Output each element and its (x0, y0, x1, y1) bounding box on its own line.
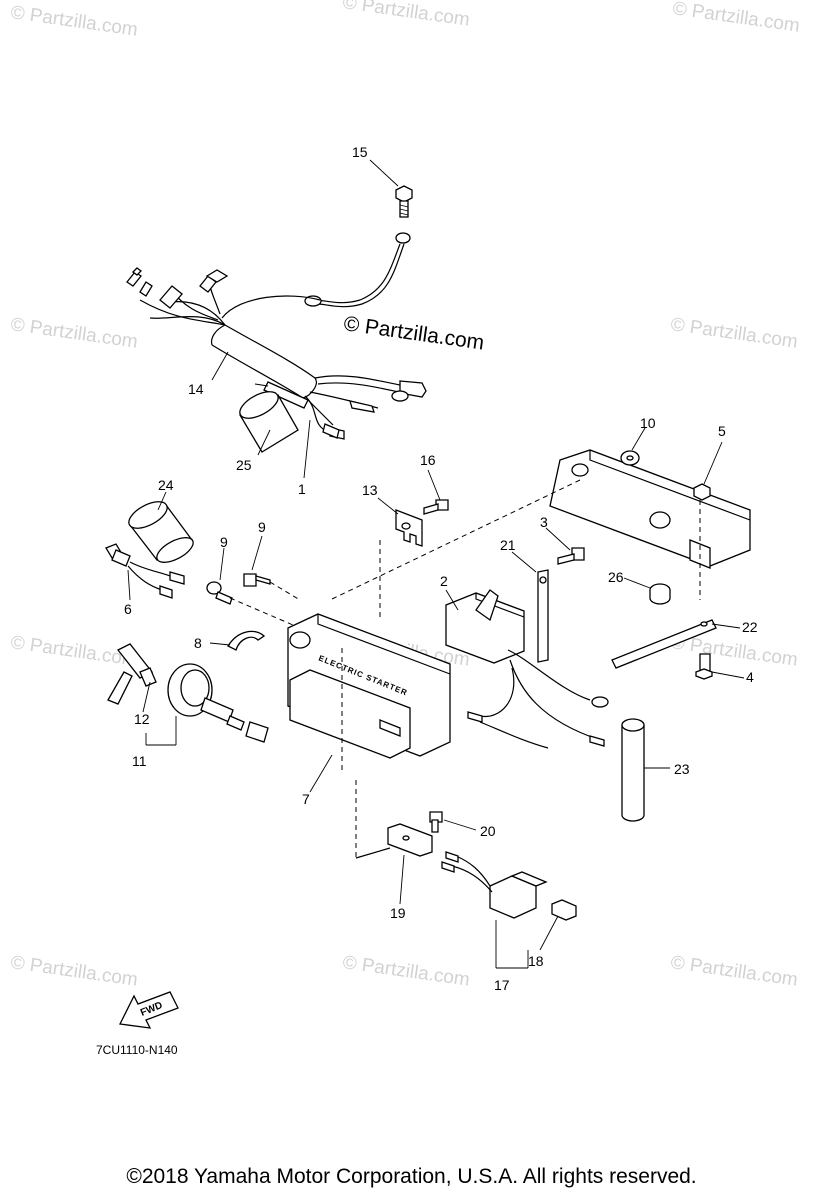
callout-11: 11 (132, 753, 147, 769)
part-11-key-switch (107, 643, 269, 743)
callout-21: 21 (500, 537, 516, 553)
callout-7: 7 (302, 791, 310, 807)
callout-26: 26 (608, 569, 624, 585)
part-26-grommet (649, 583, 671, 605)
part-7-cover: ELECTRIC STARTER (287, 613, 451, 770)
mounting-bracket (329, 449, 751, 601)
callout-9b: 9 (258, 519, 266, 535)
watermark-text: © Partzilla.com (9, 314, 139, 353)
callout-18: 18 (528, 953, 544, 969)
callout-4: 4 (746, 669, 754, 685)
part-1-cable (254, 381, 340, 439)
part-24-sleeve (128, 501, 194, 563)
part-4-bolt (695, 653, 713, 680)
part-10-washer (620, 450, 640, 466)
callout-14: 14 (188, 381, 204, 397)
callout-numbers: 15 14 25 1 24 6 9 9 8 12 11 13 16 7 2 3 … (124, 144, 758, 993)
part-15-bolt (304, 185, 413, 308)
callout-1: 1 (298, 481, 306, 497)
copyright-notice: ©2018 Yamaha Motor Corporation, U.S.A. A… (126, 1165, 697, 1188)
leader-lines (127, 159, 745, 969)
watermark-text: © Partzilla.com (669, 952, 799, 991)
part-22-strap (611, 619, 717, 669)
callout-23: 23 (674, 761, 690, 777)
callout-9a: 9 (220, 534, 228, 550)
part-5-nut (693, 483, 711, 501)
part-19-plate (355, 780, 443, 859)
callout-2: 2 (440, 573, 448, 589)
diagram-code: 7CU1110-N140 (96, 1043, 178, 1057)
callout-5: 5 (718, 423, 726, 439)
callout-16: 16 (420, 452, 436, 468)
callout-13: 13 (362, 482, 378, 498)
part-13-bracket (379, 499, 449, 620)
callout-25: 25 (236, 457, 252, 473)
part-17-relay (441, 851, 548, 919)
watermark-center-text: © Partzilla.com (342, 312, 485, 354)
fwd-arrow-icon: FWD (119, 991, 179, 1029)
callout-20: 20 (480, 823, 496, 839)
part-18-fuse (551, 899, 577, 921)
callout-3: 3 (540, 514, 548, 530)
part-23-tube (621, 718, 645, 822)
callout-17: 17 (494, 977, 510, 993)
callout-19: 19 (390, 905, 406, 921)
part-8-clip (227, 630, 266, 651)
callout-15: 15 (352, 144, 368, 160)
exploded-parts-diagram: © Partzilla.com © Partzilla.com © Partzi… (9, 0, 801, 1057)
watermark-text: © Partzilla.com (669, 314, 799, 353)
callout-8: 8 (194, 635, 202, 651)
watermark-text: © Partzilla.com (9, 2, 139, 41)
callout-24: 24 (158, 477, 174, 493)
callout-6: 6 (124, 601, 132, 617)
watermark-text: © Partzilla.com (9, 952, 139, 991)
part-21-plate (537, 547, 585, 663)
watermark-text: © Partzilla.com (341, 952, 471, 991)
watermark-text: © Partzilla.com (671, 0, 801, 37)
part-9-fasteners (206, 573, 301, 629)
callout-10: 10 (640, 415, 656, 431)
part-6-switch (105, 543, 185, 599)
callout-12: 12 (134, 711, 150, 727)
callout-22: 22 (742, 619, 758, 635)
part-2-cdi-unit (445, 589, 609, 749)
watermark-text: © Partzilla.com (341, 0, 471, 31)
part-25-sleeve (239, 391, 299, 453)
